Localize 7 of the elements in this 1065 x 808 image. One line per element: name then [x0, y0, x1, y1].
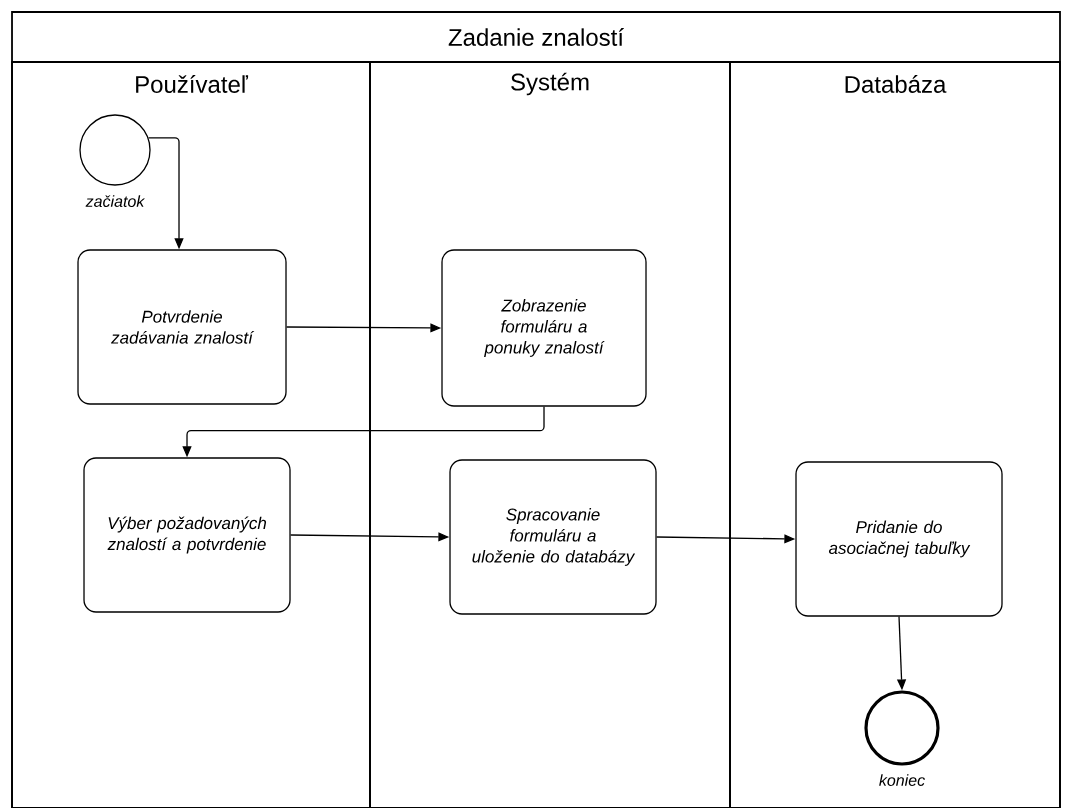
node-label: koniec [879, 774, 925, 786]
process-box: Výber požadovaných znalostí a potvrdenie [83, 457, 291, 613]
process-box: Spracovanie formuláru a uloženie do databázy [449, 459, 657, 615]
process-box: Potvrdenie zadávania znalostí [77, 249, 287, 405]
process-box: Pridanie do asociačnej tabuľky [795, 461, 1003, 617]
node-label: začiatok [85, 195, 146, 207]
process-box: Zobrazenie formuláru a ponuky znalostí [441, 249, 647, 407]
